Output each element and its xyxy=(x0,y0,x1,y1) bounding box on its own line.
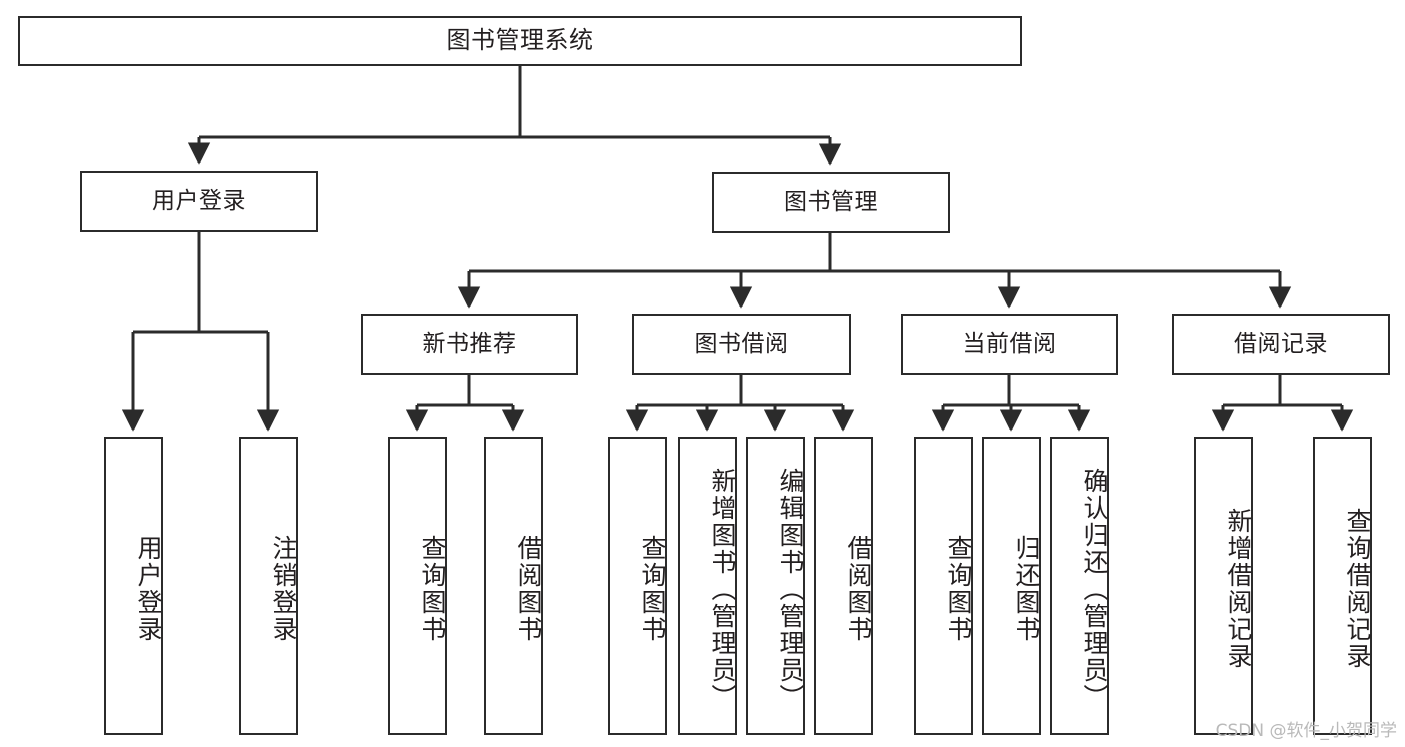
leaf-book-borrow-query[interactable]: 查询图书 xyxy=(608,437,667,735)
leaf-current-borrow-return[interactable]: 归还图书 xyxy=(982,437,1041,735)
leaf-book-borrow-add-admin[interactable]: 新增图书（管理员） xyxy=(678,437,737,735)
leaf-new-book-borrow[interactable]: 借阅图书 xyxy=(484,437,543,735)
leaf-book-borrow-edit-admin[interactable]: 编辑图书（管理员） xyxy=(746,437,805,735)
leaf-user-login-signin[interactable]: 用户登录 xyxy=(104,437,163,735)
node-borrow-record[interactable]: 借阅记录 xyxy=(1172,314,1390,375)
node-current-borrow[interactable]: 当前借阅 xyxy=(901,314,1118,375)
leaf-borrow-record-add[interactable]: 新增借阅记录 xyxy=(1194,437,1253,735)
node-root-system[interactable]: 图书管理系统 xyxy=(18,16,1022,66)
node-book-borrow[interactable]: 图书借阅 xyxy=(632,314,851,375)
leaf-borrow-record-query[interactable]: 查询借阅记录 xyxy=(1313,437,1372,735)
leaf-current-borrow-query[interactable]: 查询图书 xyxy=(914,437,973,735)
leaf-book-borrow-borrow[interactable]: 借阅图书 xyxy=(814,437,873,735)
node-user-login[interactable]: 用户登录 xyxy=(80,171,318,232)
node-book-management[interactable]: 图书管理 xyxy=(712,172,950,233)
leaf-user-login-signout[interactable]: 注销登录 xyxy=(239,437,298,735)
node-new-book-recommend[interactable]: 新书推荐 xyxy=(361,314,578,375)
csdn-watermark: CSDN @软件_小贺同学 xyxy=(1215,721,1397,741)
leaf-new-book-query[interactable]: 查询图书 xyxy=(388,437,447,735)
leaf-current-borrow-confirm-admin[interactable]: 确认归还（管理员） xyxy=(1050,437,1109,735)
